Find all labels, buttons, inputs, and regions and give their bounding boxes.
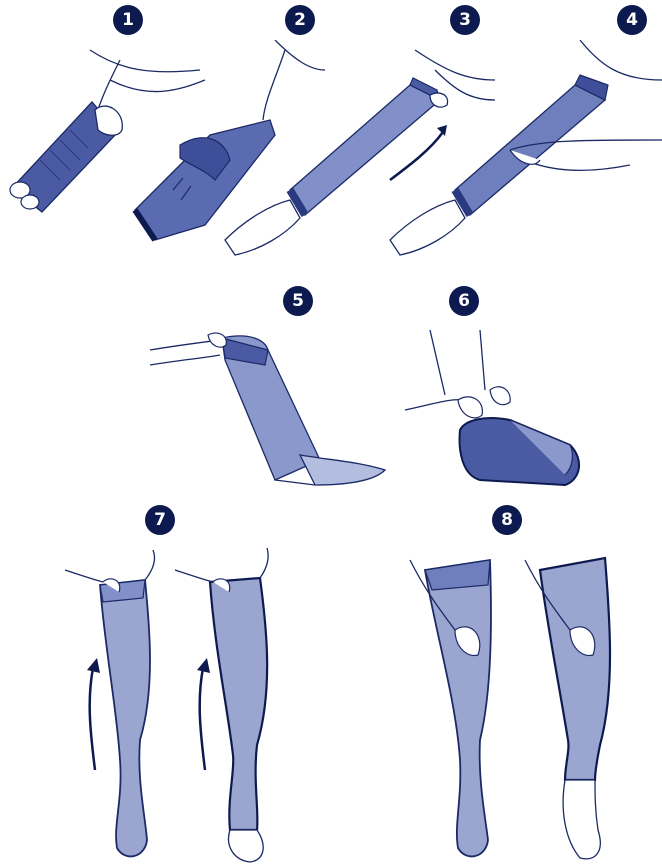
- step-4-badge: 4: [617, 5, 647, 35]
- stocking-fitted-foot-icon: [400, 320, 600, 500]
- step-5-illustration: [150, 320, 400, 500]
- step-8-badge: 8: [492, 505, 522, 535]
- thigh-stocking-smoothed-icon: [400, 540, 640, 866]
- step-2-badge: 2: [285, 5, 315, 35]
- step-4-illustration: [380, 40, 662, 270]
- step-6-illustration: [400, 320, 600, 500]
- step-1-badge: 1: [113, 5, 143, 35]
- step-8-illustration: [400, 540, 640, 866]
- step-5-badge: 5: [283, 286, 313, 316]
- step-6-badge: 6: [449, 286, 479, 316]
- step-3-badge: 3: [450, 5, 480, 35]
- step-7-illustration: [45, 540, 290, 866]
- thigh-stocking-pull-arrow-icon: [45, 540, 290, 866]
- stocking-pulled-up-calf-icon: [150, 320, 400, 500]
- step-7-badge: 7: [145, 505, 175, 535]
- arm-sleeve-smoothed-icon: [380, 40, 662, 270]
